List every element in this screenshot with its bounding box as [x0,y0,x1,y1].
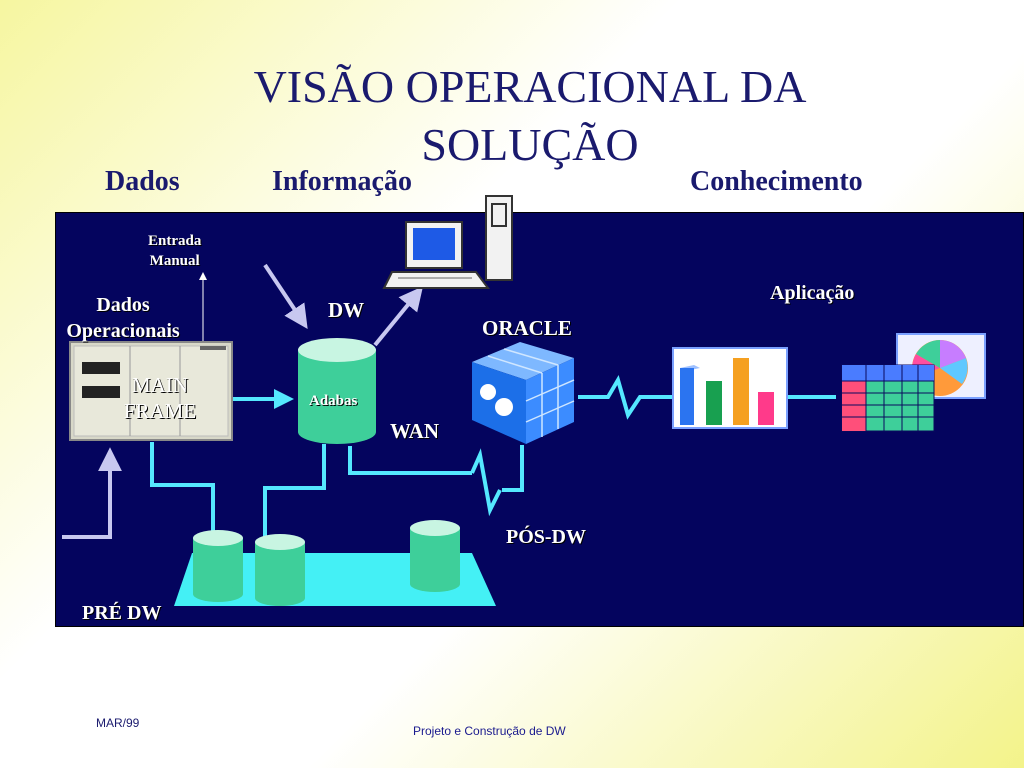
title-line-2: SOLUÇÃO [421,119,639,170]
wan-label: WAN [390,419,440,443]
dados-op-line-1: Dados [96,294,150,316]
mainframe-icon [69,341,233,441]
footer-project: Projeto e Construção de DW [413,724,566,738]
slide-title: VISÃO OPERACIONAL DA SOLUÇÃO [120,58,940,174]
heading-dados: Dados [105,166,180,197]
aplicacao-label: Aplicação [770,282,855,304]
title-line-1: VISÃO OPERACIONAL DA [253,61,807,112]
bar-chart-app-icon [672,347,788,429]
dw-label: DW [328,298,365,322]
connectors [150,374,836,538]
manual-line: Manual [149,253,200,269]
oracle-cube-icon [472,342,575,444]
staging-cylinder-1 [193,530,243,602]
spreadsheet-pie-app-icon [841,333,986,432]
adabas-cylinder [298,338,376,444]
adabas-label: Adabas [309,393,358,409]
mainframe-label: MAIN FRAME [100,372,220,424]
entrada-manual-label: Entrada Manual [148,231,201,271]
staging-cylinder-2 [255,534,305,606]
arrows [62,263,424,539]
computer-icon [382,195,513,289]
pos-dw-label: PÓS-DW [506,526,586,548]
dados-op-line-2: Operacionais [66,320,180,342]
mainframe-line-2: FRAME [123,399,197,423]
heading-conhecimento: Conhecimento [690,166,863,197]
oracle-label: ORACLE [482,316,572,340]
staging-cylinder-3 [410,520,460,592]
manual-entry-arrow [199,272,207,280]
pre-dw-label: PRÉ DW [82,602,162,624]
heading-informacao: Informação [272,166,412,197]
footer-date: MAR/99 [96,716,140,730]
entrada-line: Entrada [148,233,202,249]
mainframe-line-1: MAIN [132,373,188,397]
dados-operacionais-label: Dados Operacionais [53,292,193,344]
